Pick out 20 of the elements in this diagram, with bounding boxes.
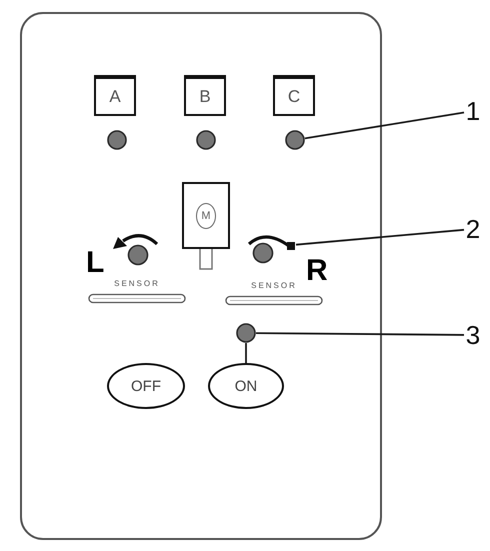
letter-key: A <box>94 75 136 116</box>
leader-line <box>304 112 464 140</box>
led-icon <box>285 130 305 150</box>
letter-key: C <box>273 75 315 116</box>
led-icon <box>236 323 256 343</box>
side-letter: L <box>86 248 104 278</box>
control-panel <box>20 12 382 540</box>
leader-line <box>296 228 464 246</box>
callout-number: 3 <box>464 320 482 350</box>
callout-number: 2 <box>464 214 482 244</box>
sensor-label: SENSOR <box>114 279 160 289</box>
letter-key: B <box>184 75 226 116</box>
callout-number: 1 <box>464 96 482 126</box>
connector-line <box>245 343 247 363</box>
sensor-label: SENSOR <box>251 281 297 291</box>
led-icon <box>107 130 127 150</box>
motor-module <box>182 182 230 272</box>
leader-line <box>256 332 464 336</box>
led-icon <box>196 130 216 150</box>
side-letter: R <box>306 256 328 286</box>
